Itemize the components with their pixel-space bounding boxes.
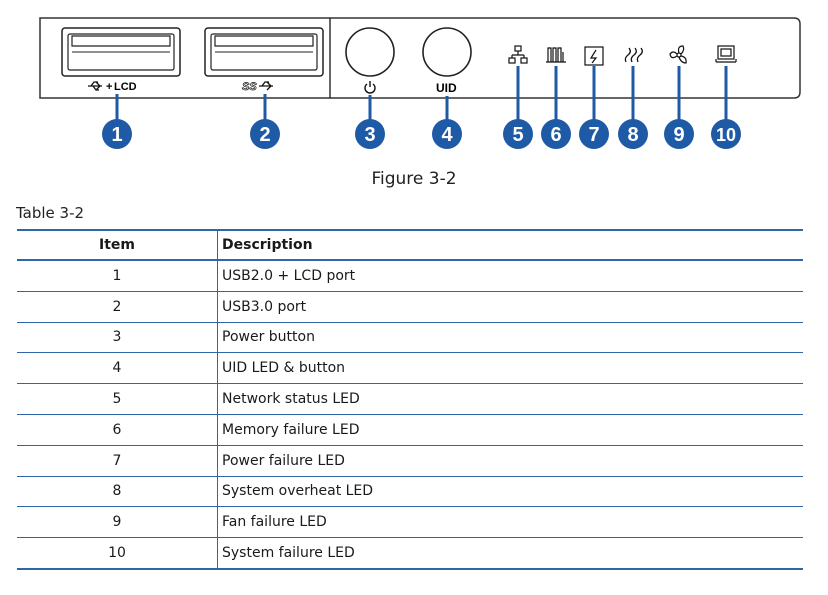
row-item: 3 bbox=[17, 322, 218, 354]
row-description: USB2.0 + LCD port bbox=[217, 260, 803, 292]
figure-caption: Figure 3-2 bbox=[371, 169, 457, 189]
overheat-icon bbox=[624, 47, 643, 63]
row-description: UID LED & button bbox=[217, 352, 803, 385]
usb-icon bbox=[88, 81, 102, 91]
usb3-superspeed-icon: SS bbox=[242, 81, 273, 93]
usb-lcd-plus: + bbox=[106, 81, 112, 93]
leader-lines bbox=[115, 66, 728, 120]
network-icon bbox=[508, 45, 528, 64]
table-header-row: Item Description bbox=[17, 229, 803, 261]
callout-1-number: 1 bbox=[111, 124, 122, 146]
row-item: 5 bbox=[17, 383, 218, 415]
row-description: Power failure LED bbox=[217, 445, 803, 477]
callout-4-number: 4 bbox=[441, 124, 453, 146]
usb2-port bbox=[61, 27, 181, 77]
callout-6: 6 bbox=[541, 119, 571, 149]
callout-5-number: 5 bbox=[512, 124, 523, 146]
callout-1: 1 bbox=[102, 119, 132, 149]
callout-2-number: 2 bbox=[259, 124, 270, 146]
row-item: 1 bbox=[17, 260, 218, 292]
callout-5: 5 bbox=[503, 119, 533, 149]
table-title: Table 3-2 bbox=[16, 204, 85, 222]
header-item: Item bbox=[17, 229, 218, 261]
callout-9-number: 9 bbox=[673, 124, 684, 146]
row-description: Power button bbox=[217, 322, 803, 354]
panel-outline bbox=[330, 17, 801, 99]
callout-10-number: 10 bbox=[716, 125, 736, 145]
callout-7-number: 7 bbox=[588, 124, 599, 146]
power-icon bbox=[364, 81, 376, 94]
power-failure-icon bbox=[584, 46, 604, 66]
callout-3-number: 3 bbox=[364, 124, 375, 146]
row-item: 10 bbox=[17, 537, 218, 570]
callout-7: 7 bbox=[579, 119, 609, 149]
callout-10: 10 bbox=[711, 119, 741, 149]
row-item: 6 bbox=[17, 414, 218, 446]
uid-label: UID bbox=[436, 81, 457, 95]
header-description: Description bbox=[217, 229, 803, 261]
fan-icon bbox=[669, 45, 687, 64]
uid-button bbox=[422, 27, 472, 77]
usb-lcd-label: LCD bbox=[114, 81, 137, 93]
row-item: 8 bbox=[17, 476, 218, 508]
callout-8-number: 8 bbox=[627, 124, 638, 146]
power-button bbox=[345, 27, 395, 77]
callout-3: 3 bbox=[355, 119, 385, 149]
row-item: 7 bbox=[17, 445, 218, 477]
memory-icon bbox=[546, 47, 566, 63]
callout-9: 9 bbox=[664, 119, 694, 149]
usb3-port bbox=[204, 27, 324, 77]
row-description: System overheat LED bbox=[217, 476, 803, 508]
callout-6-number: 6 bbox=[550, 124, 561, 146]
row-item: 4 bbox=[17, 352, 218, 385]
row-description: Network status LED bbox=[217, 383, 803, 415]
front-panel-figure: + LCD SS UID bbox=[39, 17, 801, 149]
svg-text:SS: SS bbox=[242, 81, 257, 93]
row-item: 2 bbox=[17, 291, 218, 323]
callout-2: 2 bbox=[250, 119, 280, 149]
row-description: USB3.0 port bbox=[217, 291, 803, 323]
callout-8: 8 bbox=[618, 119, 648, 149]
system-failure-icon bbox=[715, 45, 737, 63]
row-item: 9 bbox=[17, 506, 218, 539]
callout-4: 4 bbox=[432, 119, 462, 149]
row-description: Fan failure LED bbox=[217, 506, 803, 539]
row-description: Memory failure LED bbox=[217, 414, 803, 446]
row-description: System failure LED bbox=[217, 537, 803, 570]
